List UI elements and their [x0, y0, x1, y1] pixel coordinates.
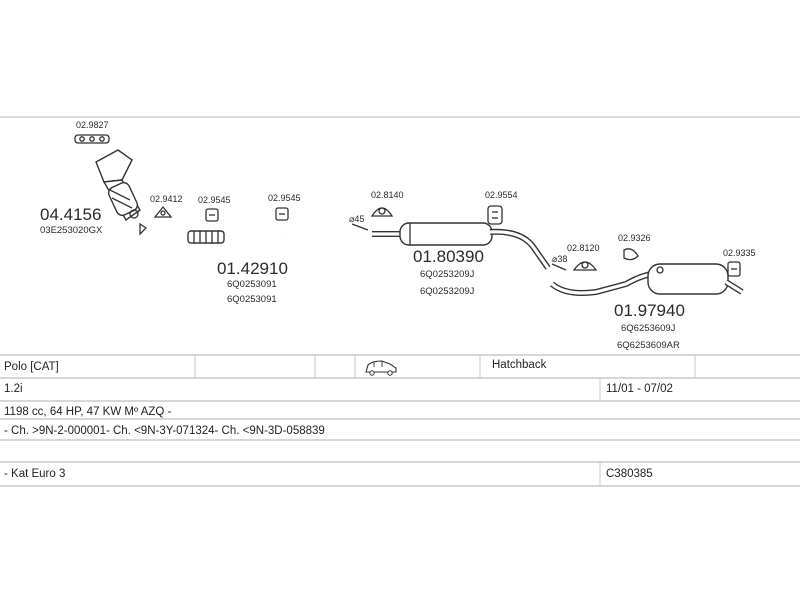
catalytic-converter-oe: 03E253020GX: [40, 225, 103, 236]
chassis-cell: - Ch. >9N-2-000001- Ch. <9N-3Y-071324- C…: [4, 425, 325, 437]
body-type-cell: Hatchback: [492, 359, 547, 371]
diameter-38-label: ⌀38: [552, 254, 567, 264]
front-pipe-oe-1: 6Q0253091: [227, 279, 277, 290]
rubber-mount-part-7[interactable]: 02.9335: [723, 248, 756, 277]
specs-cell: 1198 cc, 64 HP, 47 KW Mº AZQ -: [4, 406, 172, 418]
rubber-mount-part-5[interactable]: 02.8120: [567, 243, 600, 271]
middle-silencer-part[interactable]: [372, 222, 551, 270]
rear-silencer-oe-2: 6Q6253609AR: [617, 340, 680, 351]
rubber-6-label: 02.9326: [618, 233, 651, 243]
rear-silencer-part[interactable]: [550, 263, 744, 296]
engine-cell: 1.2i: [4, 383, 23, 395]
rubber-mount-part-6[interactable]: 02.9326: [618, 233, 651, 261]
rubber-7-label: 02.9335: [723, 248, 756, 258]
rubber-mount-part-3[interactable]: 02.8140: [370, 190, 404, 217]
catalytic-converter-part[interactable]: [95, 149, 141, 222]
rear-silencer-oe-1: 6Q6253609J: [621, 323, 676, 334]
catalytic-converter-number: 04.4156: [40, 205, 101, 224]
rubber-1-label: 02.9545: [198, 195, 231, 205]
arrow-45: [351, 223, 369, 231]
rubber-mount-part-2[interactable]: 02.9545: [268, 193, 301, 221]
rubber-2-label: 02.9545: [268, 193, 301, 203]
rubber-mount-part-1[interactable]: 02.9545: [198, 195, 231, 222]
car-icon: [365, 360, 397, 376]
front-pipe-part[interactable]: [139, 222, 287, 250]
clamp-1-label: 02.9412: [150, 194, 183, 204]
clamp-part-1[interactable]: 02.9412: [150, 194, 183, 218]
front-pipe-number: 01.42910: [217, 259, 288, 278]
middle-silencer-oe-2: 6Q0253209J: [420, 286, 475, 297]
middle-silencer-number: 01.80390: [413, 247, 484, 266]
model-cell: Polo [CAT]: [4, 361, 59, 373]
vehicle-info-table: Polo [CAT] Hatchback 1.2i 11/01 - 07/02 …: [0, 354, 800, 487]
dates-cell: 11/01 - 07/02: [606, 383, 673, 395]
middle-silencer-oe-1: 6Q0253209J: [420, 269, 475, 280]
rear-silencer-number: 01.97940: [614, 301, 685, 320]
rubber-3-label: 02.8140: [371, 190, 404, 200]
gasket-part[interactable]: 02.9827: [74, 120, 110, 144]
code-cell: C380385: [606, 468, 653, 480]
rubber-4-label: 02.9554: [485, 190, 518, 200]
arrow-38: [551, 263, 567, 271]
gasket-label: 02.9827: [76, 120, 109, 130]
rubber-mount-part-4[interactable]: 02.9554: [485, 190, 518, 225]
front-pipe-oe-2: 6Q0253091: [227, 294, 277, 305]
rubber-5-label: 02.8120: [567, 243, 600, 253]
diameter-45-label: ⌀45: [349, 214, 364, 224]
norm-cell: - Kat Euro 3: [4, 468, 65, 480]
